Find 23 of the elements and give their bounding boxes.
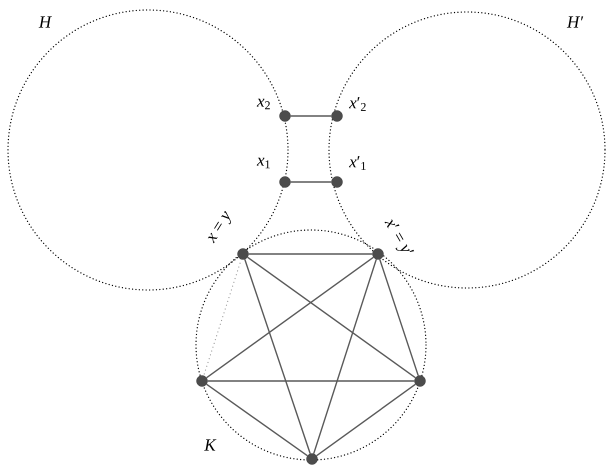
edge-line bbox=[379, 259, 419, 376]
vertex-label: x′ = y′ bbox=[384, 219, 414, 252]
vertex-label: x′$_{1}$ bbox=[348, 156, 366, 170]
edge-line bbox=[206, 256, 374, 378]
graph-label: H bbox=[38, 16, 52, 28]
edge-line bbox=[316, 384, 416, 456]
edge-line bbox=[244, 259, 311, 454]
vertex-label: x′$_{2}$ bbox=[348, 97, 366, 111]
edge-line bbox=[248, 253, 372, 255]
edge-line bbox=[290, 181, 332, 183]
edge-line bbox=[247, 256, 416, 378]
vertex-label: x$_{1}$ bbox=[256, 158, 270, 168]
graph-label: K bbox=[204, 439, 216, 451]
vertex-label: x$_{2}$ bbox=[256, 98, 270, 110]
edge-line bbox=[290, 115, 332, 117]
edge-line bbox=[206, 384, 308, 456]
edge-line bbox=[313, 259, 377, 454]
edge-line bbox=[203, 258, 242, 376]
graph-label: H′ bbox=[566, 16, 584, 28]
vertex-dot bbox=[414, 375, 426, 387]
vertex-dot bbox=[306, 453, 318, 465]
edge-line bbox=[208, 380, 414, 382]
vertex-dot bbox=[196, 375, 208, 387]
